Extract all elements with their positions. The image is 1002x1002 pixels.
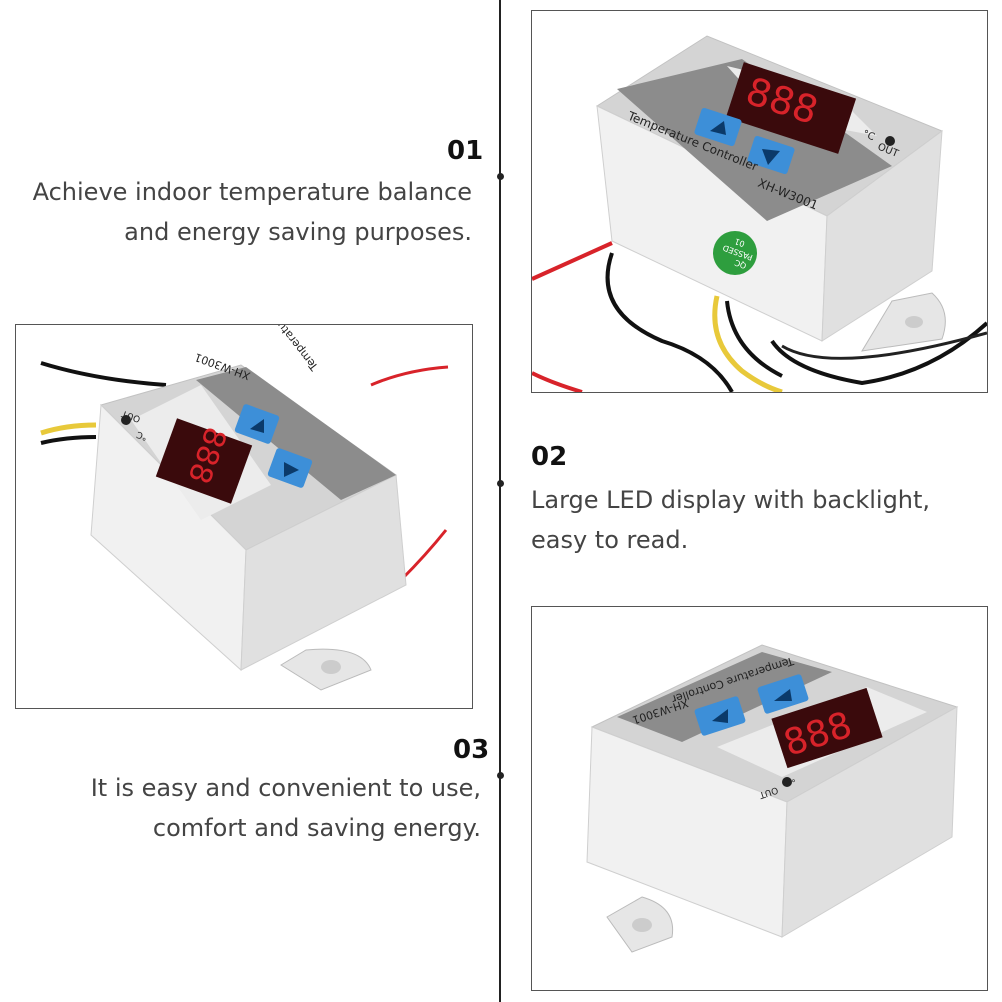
qc-label-1: QC — [733, 258, 748, 271]
feature-text-03-line1: It is easy and convenient to use, — [90, 774, 481, 802]
product-photo-angled: 888 Temperature Controller XH-W3001 OUT … — [531, 606, 988, 991]
timeline-dot-01 — [497, 173, 504, 180]
device-illustration-angled: 888 Temperature Controller XH-W3001 OUT … — [586, 644, 959, 953]
feature-text-02-line2: easy to read. — [531, 526, 689, 554]
product-photo-front: 888 Temperature Controller XH-W3001 °C O… — [531, 10, 988, 393]
product-photo-side: 888 XH-W3001 Temperature Controller OUT … — [15, 324, 473, 709]
device-illustration-side: 888 XH-W3001 Temperature Controller OUT … — [40, 325, 449, 691]
feature-number-01: 01 — [447, 136, 484, 166]
timeline-dot-02 — [497, 480, 504, 487]
feature-number-03: 03 — [453, 735, 490, 765]
feature-text-02: Large LED display with backlight, easy t… — [531, 480, 971, 560]
feature-text-01-line1: Achieve indoor temperature balance — [32, 178, 472, 206]
unit-label-angled: °C — [783, 772, 796, 785]
timeline-dot-03 — [497, 772, 504, 779]
feature-text-01-line2: and energy saving purposes. — [124, 218, 472, 246]
unit-label-side: °C — [135, 428, 149, 441]
device-illustration-front: 888 Temperature Controller XH-W3001 °C O… — [532, 35, 987, 392]
feature-text-02-line1: Large LED display with backlight, — [531, 486, 931, 514]
unit-label: °C — [861, 129, 876, 144]
qc-passed-sticker-icon — [713, 231, 757, 275]
timeline-line — [499, 0, 501, 1002]
qc-label-3: 01 — [733, 237, 746, 249]
feature-text-03-line2: comfort and saving energy. — [152, 814, 481, 842]
feature-text-01: Achieve indoor temperature balance and e… — [0, 172, 472, 252]
feature-text-03: It is easy and convenient to use, comfor… — [1, 768, 481, 848]
feature-number-02: 02 — [531, 442, 568, 472]
down-button-icon-angled — [757, 674, 809, 714]
device-label-side: Temperature Controller — [232, 325, 322, 374]
